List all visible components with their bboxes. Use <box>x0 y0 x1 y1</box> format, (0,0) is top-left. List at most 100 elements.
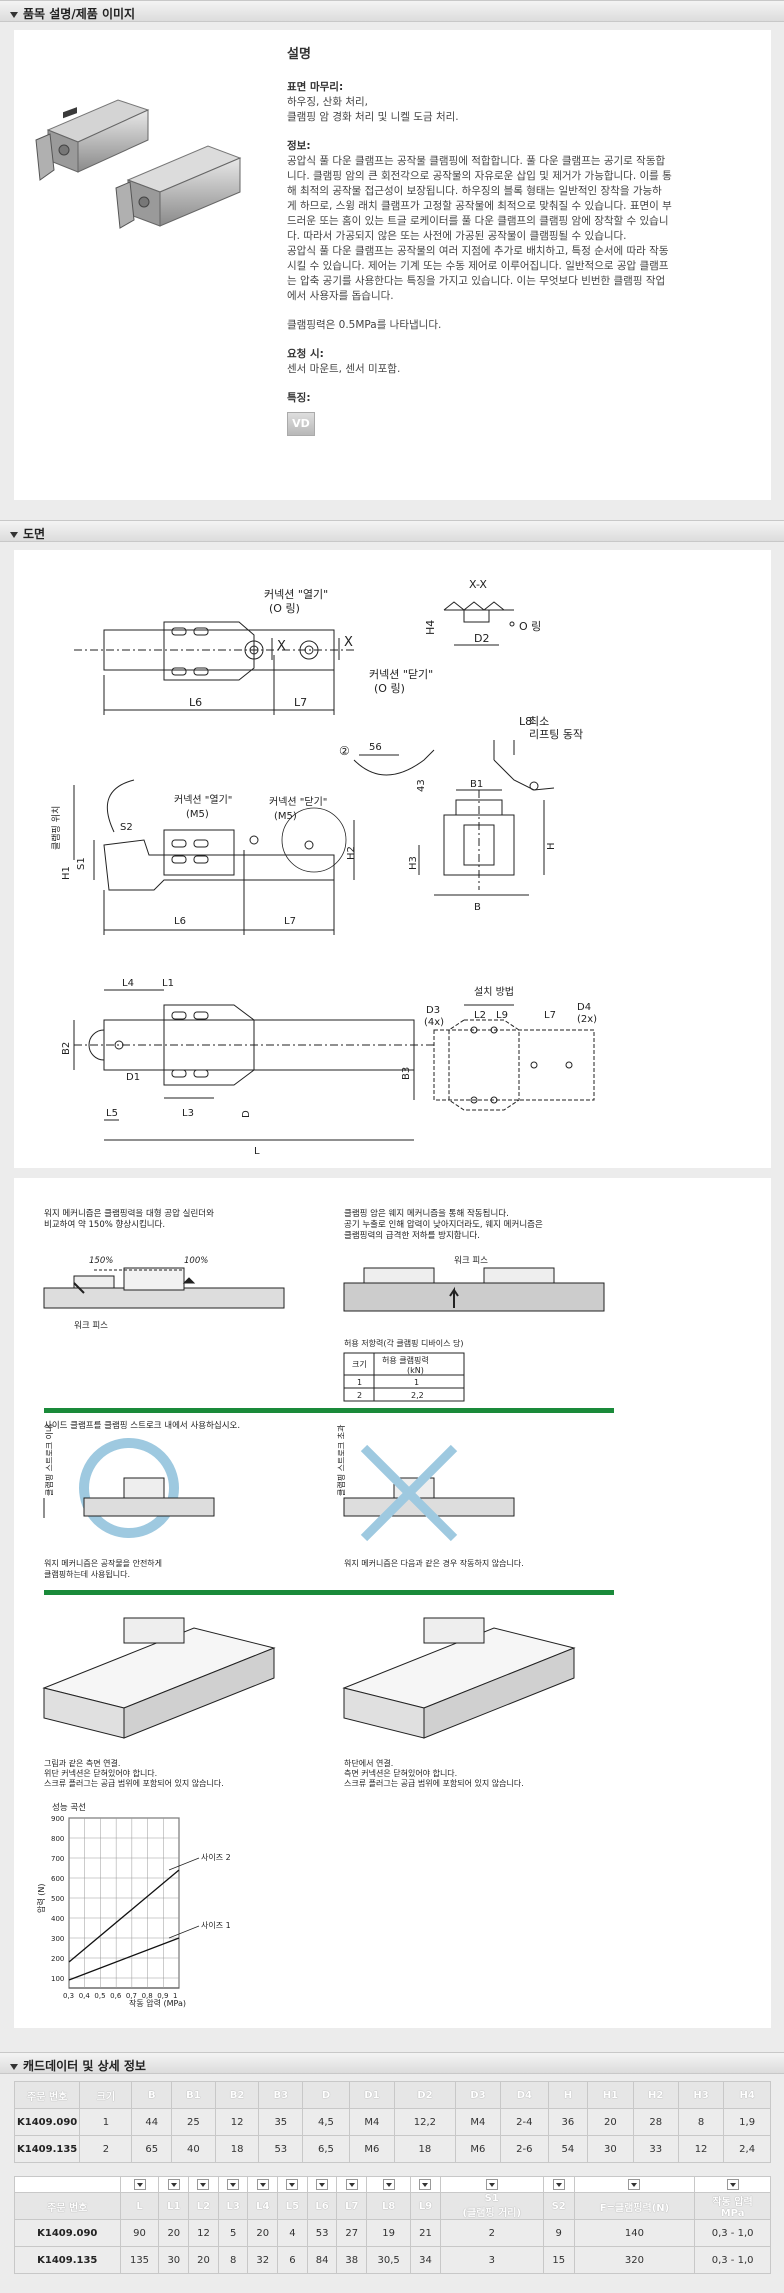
info-line: 공압식 풀 다운 클램프는 공작물의 여러 지점에 추가로 배치하고, 특정 순… <box>287 245 669 257</box>
collapse-triangle-icon <box>10 531 18 538</box>
table-cell: 2,2 <box>411 1391 424 1400</box>
column-header: 주문 번호 <box>13 2081 81 2109</box>
dim-s2: S2 <box>120 822 133 833</box>
info-graphics: 워지 메커니즘은 클램핑력을 대형 공압 실린더와 비교하여 약 150% 향상… <box>36 1208 614 2008</box>
order-number-cell: K1409.090 <box>14 2219 121 2247</box>
filter-dropdown-icon[interactable] <box>485 2178 498 2190</box>
product-panel <box>14 30 771 500</box>
filter-dropdown-icon[interactable] <box>552 2178 565 2190</box>
filter-dropdown-icon[interactable] <box>419 2178 432 2190</box>
chart-series-line <box>68 1869 180 1963</box>
dim-l3: L3 <box>182 1108 194 1119</box>
chart-y-tick: 100 <box>51 1975 64 1983</box>
filter-dropdown-icon[interactable] <box>256 2178 269 2190</box>
chart-leader-line <box>168 1925 200 1939</box>
column-header: L4 <box>247 2192 279 2220</box>
dim-l6: L6 <box>189 696 202 709</box>
bottom-view <box>73 989 434 1141</box>
filter-dropdown-icon[interactable] <box>628 2178 641 2190</box>
table-cell: 0,3 - 1,0 <box>694 2246 771 2274</box>
feature-badge-vd[interactable]: VD <box>287 412 315 436</box>
column-header: S1 (클램핑 거리) <box>439 2192 544 2220</box>
section-xx-label: X-X <box>469 578 487 591</box>
column-header: D4 <box>500 2081 549 2109</box>
workpiece-label: 워크 피스 <box>454 1256 488 1266</box>
table-cell: 27 <box>336 2219 368 2247</box>
section-header-product[interactable]: 품목 설명/제품 이미지 <box>0 0 784 22</box>
table-cell: 34 <box>410 2246 441 2274</box>
divider-green <box>44 1408 614 1413</box>
column-header: 크기 <box>79 2081 133 2109</box>
column-header: B2 <box>214 2081 260 2109</box>
column-header: B3 <box>258 2081 304 2109</box>
refit-label: 리프팅 동작 <box>529 728 583 741</box>
m5-label: (M5) <box>186 809 209 820</box>
filter-cell <box>217 2176 249 2193</box>
section-header-cad[interactable]: 캐드데이터 및 상세 정보 <box>0 2052 784 2074</box>
filter-dropdown-icon[interactable] <box>345 2178 358 2190</box>
table-header-size: 크기 <box>352 1360 367 1369</box>
table-cell: 6 <box>277 2246 308 2274</box>
table-cell: 30 <box>158 2246 190 2274</box>
top-view <box>74 621 354 715</box>
info-panel: 워지 메커니즘은 클램핑력을 대형 공압 실린더와 비교하여 약 150% 향상… <box>14 1178 771 2028</box>
detail-marker-2: ② <box>339 744 350 758</box>
table-cell: 12 <box>214 2108 260 2136</box>
column-header: L3 <box>217 2192 249 2220</box>
chart-x-tick: 0,8 <box>142 1992 153 2000</box>
table-cell: 40 <box>171 2135 216 2163</box>
table-cell: 65 <box>131 2135 173 2163</box>
dim-h: H <box>546 842 557 850</box>
table-cell: 35 <box>258 2108 304 2136</box>
note-wedge-2: 공기 누출로 인해 압력이 낮아지더라도, 웨지 메커니즘은 <box>344 1219 543 1230</box>
chart-y-tick: 200 <box>51 1955 64 1963</box>
column-header: 주문 번호 <box>14 2192 121 2220</box>
column-header: D3 <box>454 2081 502 2109</box>
filter-dropdown-icon[interactable] <box>227 2178 240 2190</box>
workpiece-label: 워크 피스 <box>74 1321 108 1331</box>
filter-dropdown-icon[interactable] <box>382 2178 395 2190</box>
collapse-triangle-icon <box>10 2063 18 2070</box>
surface-line: 하우징, 산화 처리, <box>287 96 368 108</box>
dim-l9: L9 <box>496 1010 508 1021</box>
surface-label: 표면 마무리: <box>287 81 344 93</box>
table-cell: 12 <box>188 2219 219 2247</box>
conn-open-m5-label: 커넥션 "열기" <box>174 794 232 806</box>
column-header: F=클램핑력(N) <box>573 2192 696 2220</box>
table-cell: 12 <box>677 2135 725 2163</box>
filter-dropdown-icon[interactable] <box>197 2178 210 2190</box>
description-block: 설명 표면 마무리: 하우징, 산화 처리, 클램핑 암 경화 처리 및 니켈 … <box>287 47 757 436</box>
m5-label: (M5) <box>274 811 297 822</box>
info-line: 니다. 클램핑 암의 큰 회전각으로 공작물의 자유로운 삽입 및 제거가 가능… <box>287 170 672 182</box>
filter-dropdown-icon[interactable] <box>133 2178 146 2190</box>
section-header-drawing[interactable]: 도면 <box>0 520 784 542</box>
filter-dropdown-icon[interactable] <box>726 2178 739 2190</box>
filter-dropdown-icon[interactable] <box>167 2178 180 2190</box>
note-safe: 워지 메커니즘은 공작물을 안전하게 <box>44 1558 162 1568</box>
filter-cell <box>439 2176 544 2193</box>
column-header: L6 <box>306 2192 338 2220</box>
section-x-label: X <box>277 639 286 654</box>
column-header: H2 <box>632 2081 679 2109</box>
chart-x-tick: 0,3 <box>63 1992 74 2000</box>
info-line: 드러운 또는 홈이 있는 트글 로케이터를 풀 다운 클램프의 클램핑 암에 장… <box>287 215 669 227</box>
table-cell: 21 <box>410 2219 441 2247</box>
table-cell: 1 <box>79 2108 133 2136</box>
table-cell: 3 <box>439 2246 544 2274</box>
table-cell: 53 <box>258 2135 304 2163</box>
filter-dropdown-icon[interactable] <box>316 2178 329 2190</box>
o-ring-label: (O 링) <box>269 602 300 615</box>
chart-x-tick: 0,4 <box>79 1992 91 2000</box>
description-heading: 설명 <box>287 47 311 62</box>
dim-l: L <box>254 1146 260 1157</box>
filter-dropdown-icon[interactable] <box>286 2178 299 2190</box>
table-title: 허용 저항력(각 클램핑 디바이스 당) <box>344 1338 463 1348</box>
note-bottom: 스크류 플러그는 공급 범위에 포함되어 있지 않습니다. <box>344 1778 524 1788</box>
